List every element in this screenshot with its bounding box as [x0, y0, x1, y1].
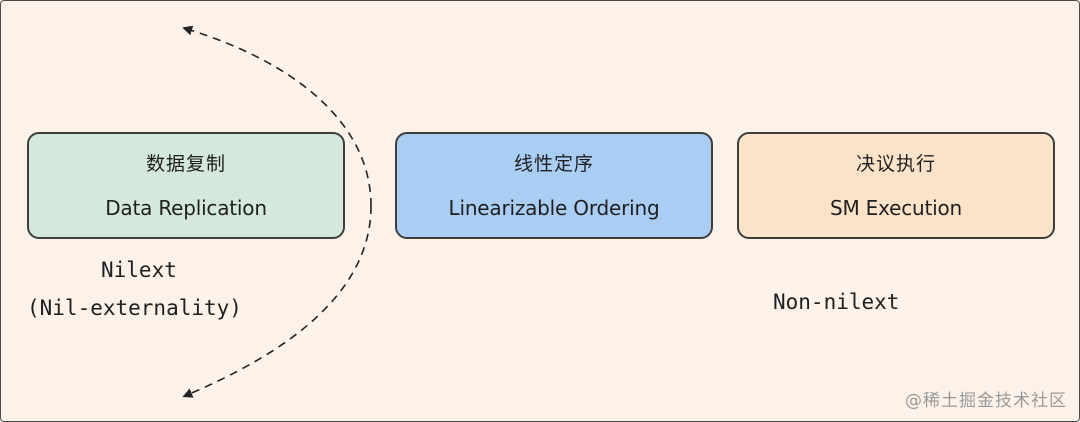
nilext-label: Nilext: [101, 258, 177, 282]
linearizable-ordering-title-en: Linearizable Ordering: [448, 195, 660, 220]
watermark: @稀土掘金技术社区: [905, 391, 1067, 411]
sm-execution-title-zh: 决议执行: [855, 152, 936, 175]
linearizable-ordering-title-zh: 线性定序: [513, 152, 594, 175]
linearizable-ordering-box: 线性定序 Linearizable Ordering: [395, 132, 713, 239]
sm-execution-box: 决议执行 SM Execution: [737, 132, 1055, 239]
data-replication-title-zh: 数据复制: [145, 152, 226, 175]
data-replication-title-en: Data Replication: [105, 195, 267, 220]
nil-externality-label: (Nil-externality): [27, 296, 242, 320]
sm-execution-title-en: SM Execution: [829, 195, 963, 220]
data-replication-box: 数据复制 Data Replication: [27, 132, 345, 239]
dashed-curve-arrow: [182, 25, 372, 207]
non-nilext-label: Non-nilext: [773, 290, 900, 314]
dashed-curve-arrow-lower: [182, 205, 372, 398]
